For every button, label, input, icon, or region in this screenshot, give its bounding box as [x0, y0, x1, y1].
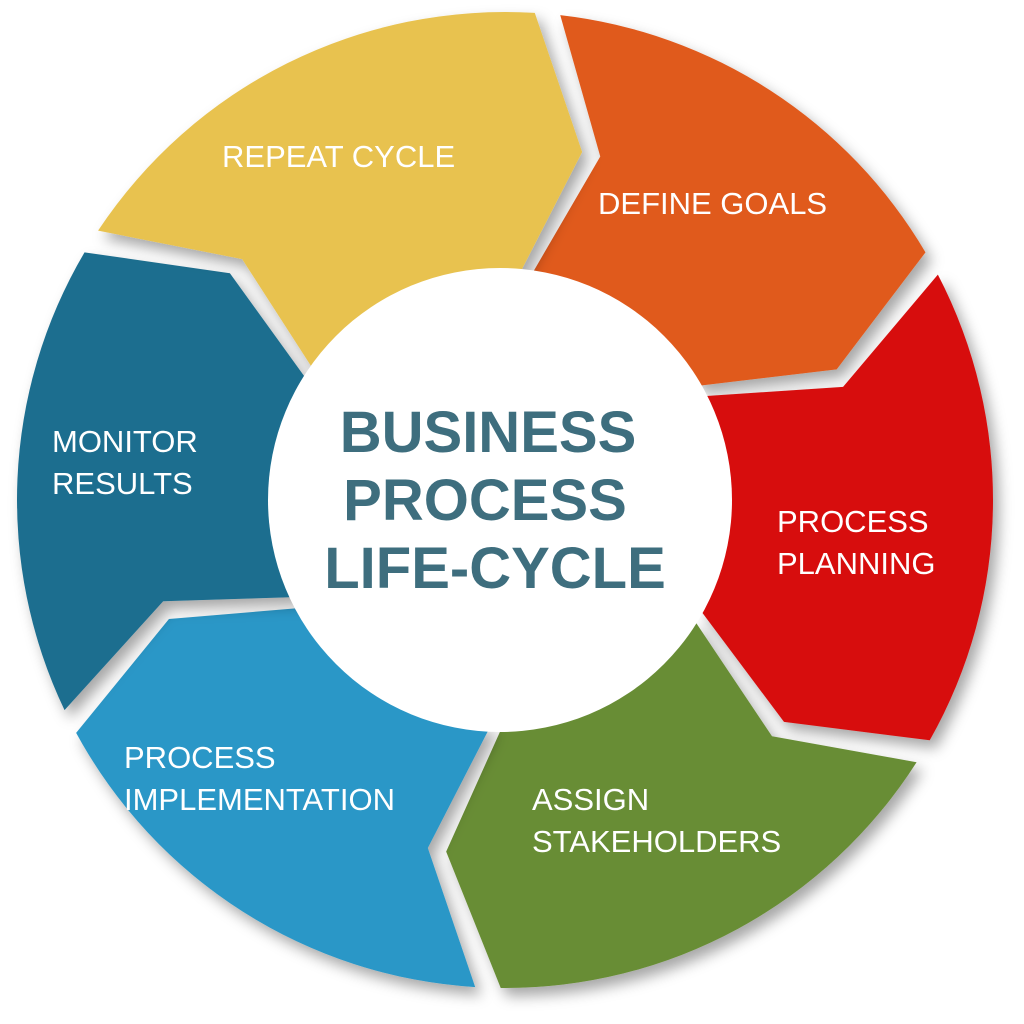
label-repeat-cycle: REPEAT CYCLE — [222, 139, 455, 174]
title-line-2: PROCESS — [343, 468, 627, 533]
label-monitor-results-2: RESULTS — [52, 466, 193, 501]
label-process-implementation-2: IMPLEMENTATION — [124, 782, 395, 817]
title-line-1: BUSINESS — [340, 400, 637, 465]
label-define-goals: DEFINE GOALS — [598, 186, 827, 221]
center-circle — [268, 268, 732, 732]
title-line-3: LIFE-CYCLE — [324, 536, 666, 601]
segment-monitor-results — [16, 252, 312, 711]
label-process-planning-1: PROCESS — [777, 504, 929, 539]
segment-assign-stakeholders — [446, 620, 917, 988]
label-assign-stakeholders-2: STAKEHOLDERS — [532, 824, 781, 859]
label-process-implementation-1: PROCESS — [124, 740, 276, 775]
segment-process-planning — [700, 274, 993, 741]
label-assign-stakeholders-1: ASSIGN — [532, 782, 649, 817]
label-process-planning-2: PLANNING — [777, 546, 935, 581]
label-monitor-results-1: MONITOR — [52, 424, 198, 459]
segment-repeat-cycle — [98, 12, 583, 376]
segment-define-goals — [530, 15, 926, 386]
